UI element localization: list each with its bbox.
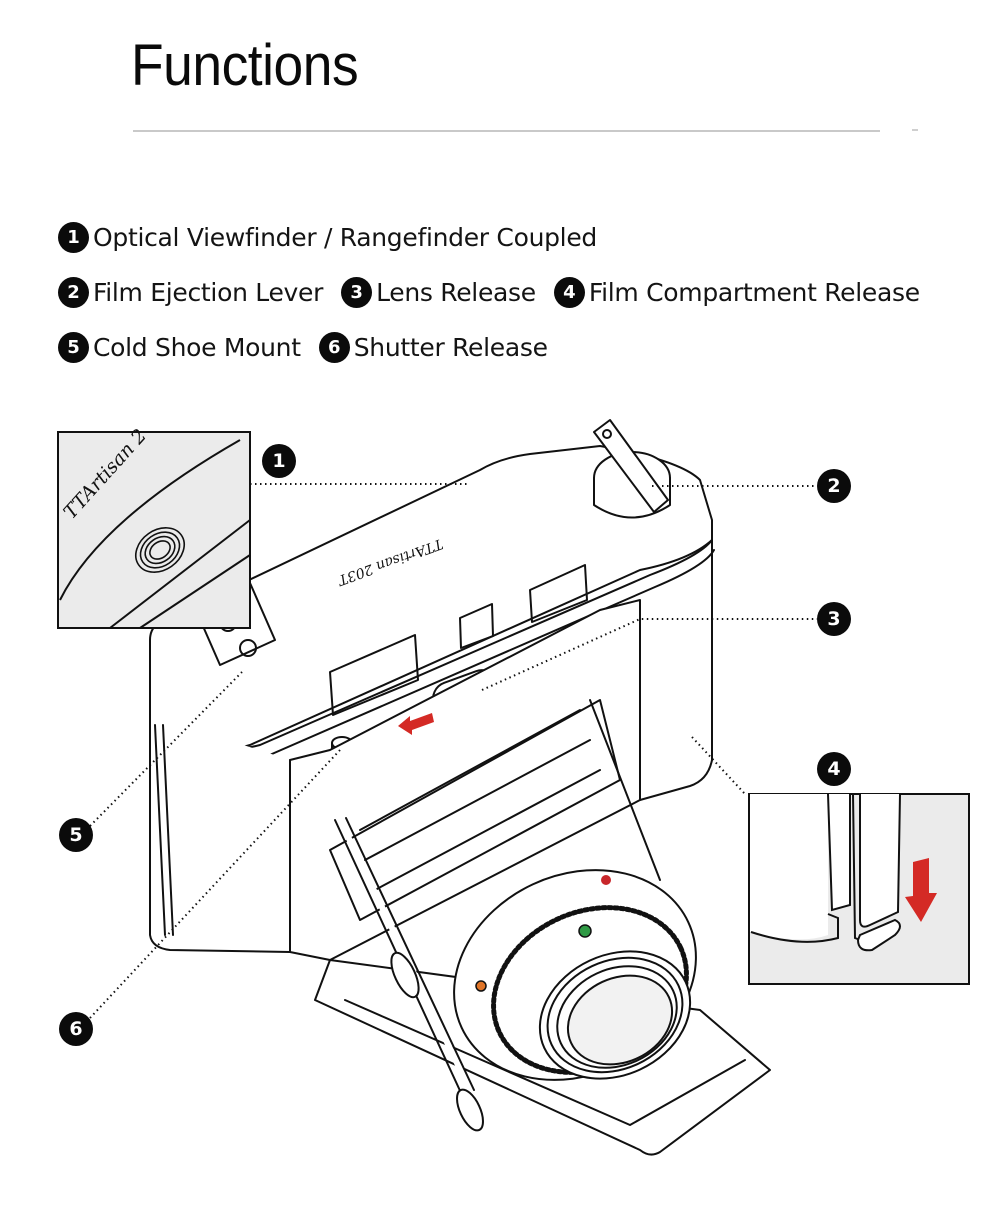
rangefinder-window <box>529 564 588 623</box>
strut-right <box>589 699 661 881</box>
legend-label: Optical Viewfinder / Rangefinder Coupled <box>93 223 597 252</box>
legend-label: Film Compartment Release <box>588 278 920 307</box>
legend-item-cold-shoe-mount: 5 Cold Shoe Mount <box>58 332 301 363</box>
lens-release-arrow-icon <box>398 713 434 735</box>
legend-row: 5 Cold Shoe Mount 6 Shutter Release <box>58 332 566 363</box>
strap-lug-line <box>154 724 166 936</box>
legend-row: 2 Film Ejection Lever 3 Lens Release 4 F… <box>58 277 938 308</box>
page-title: Functions <box>131 33 359 98</box>
camera-body <box>149 714 291 953</box>
lever-pivot <box>602 429 612 439</box>
front-frame <box>289 599 641 961</box>
bellows-fold-2 <box>364 739 591 861</box>
callout-badge-5: 5 <box>59 818 93 852</box>
leader-line-6 <box>89 749 341 1019</box>
bellows-outline <box>329 699 621 921</box>
strut-left-lines <box>334 817 475 1096</box>
callout-leader-lines <box>89 483 817 1019</box>
lens-glass <box>566 974 674 1066</box>
legend-item-optical-viewfinder: 1 Optical Viewfinder / Rangefinder Coupl… <box>58 222 597 253</box>
number-badge: 6 <box>318 332 350 363</box>
shutter-release-top <box>331 736 353 750</box>
inset-viewfinder-detail: TTArtisan 2 <box>57 425 251 629</box>
lens-thread <box>546 956 684 1074</box>
inset-film-compartment-detail <box>748 793 970 985</box>
bed-inner <box>344 999 746 1126</box>
cold-shoe <box>194 582 276 666</box>
camera-body-right <box>639 539 713 801</box>
shutter-housing <box>453 869 697 1081</box>
camera-bed <box>314 959 771 1156</box>
legend-label: Film Ejection Lever <box>93 278 324 307</box>
legend-item-film-compartment-release: 4 Film Compartment Release <box>553 277 920 308</box>
legend-label: Cold Shoe Mount <box>93 333 301 362</box>
camera-top-edge-lower <box>159 549 715 765</box>
number-badge: 3 <box>341 277 373 308</box>
bellows-fold-3 <box>374 769 601 891</box>
legend-item-lens-release: 3 Lens Release <box>341 277 536 308</box>
legend-label: Lens Release <box>376 278 536 307</box>
viewfinder-window-small <box>459 603 494 649</box>
legend-item-shutter-release: 6 Shutter Release <box>318 332 548 363</box>
strut-left <box>337 817 473 1093</box>
leader-line-4 <box>691 736 746 795</box>
lens-thread-2 <box>556 965 678 1069</box>
title-divider <box>133 130 880 132</box>
bellows-fold <box>359 709 581 831</box>
cold-shoe-hole <box>219 614 237 632</box>
inset-engraving-text: TTArtisan 2 <box>59 425 151 523</box>
title-divider-tick <box>912 129 918 131</box>
aperture-ring <box>492 906 688 1074</box>
number-badge: 2 <box>58 277 89 308</box>
film-release-arrow-icon <box>905 858 937 922</box>
strut-joint <box>390 951 420 999</box>
camera-engraving-text: TTArtisan 203T <box>334 535 445 588</box>
knurled-ring <box>491 905 689 1075</box>
viewfinder-window-left <box>329 634 419 716</box>
lens-indicator-orange <box>475 980 487 992</box>
callout-badge-2: 2 <box>817 469 851 503</box>
legend-label: Shutter Release <box>353 333 548 362</box>
number-badge: 1 <box>58 222 89 253</box>
number-badge: 4 <box>553 277 585 308</box>
legend-row: 1 Optical Viewfinder / Rangefinder Coupl… <box>58 222 615 253</box>
leader-line-3 <box>481 618 817 691</box>
callout-badge-1: 1 <box>262 444 296 478</box>
inset-frame-4 <box>748 793 970 985</box>
callout-badge-6: 6 <box>59 1012 93 1046</box>
strap-lug-line-2 <box>162 724 174 936</box>
lens-indicator-red <box>601 875 611 885</box>
cold-shoe-hole-2 <box>239 639 257 657</box>
shutter-release-button <box>331 742 353 775</box>
camera-top-plate <box>149 445 713 754</box>
leader-line-5 <box>89 671 243 827</box>
lens-indicator-green <box>578 924 592 938</box>
callout-badge-4: 4 <box>817 752 851 786</box>
legend-item-film-ejection-lever: 2 Film Ejection Lever <box>58 277 323 308</box>
inset-frame-1 <box>57 431 251 629</box>
film-dial-side <box>593 477 671 519</box>
number-badge: 5 <box>58 332 89 363</box>
film-dial-top <box>593 451 671 505</box>
strut-joint-2 <box>456 1088 484 1132</box>
film-ejection-lever <box>593 419 669 513</box>
callout-badge-3: 3 <box>817 602 851 636</box>
small-port <box>561 637 571 647</box>
camera-top-edge <box>159 539 713 753</box>
lens-barrel <box>538 950 692 1080</box>
lens-release-button <box>432 669 500 717</box>
